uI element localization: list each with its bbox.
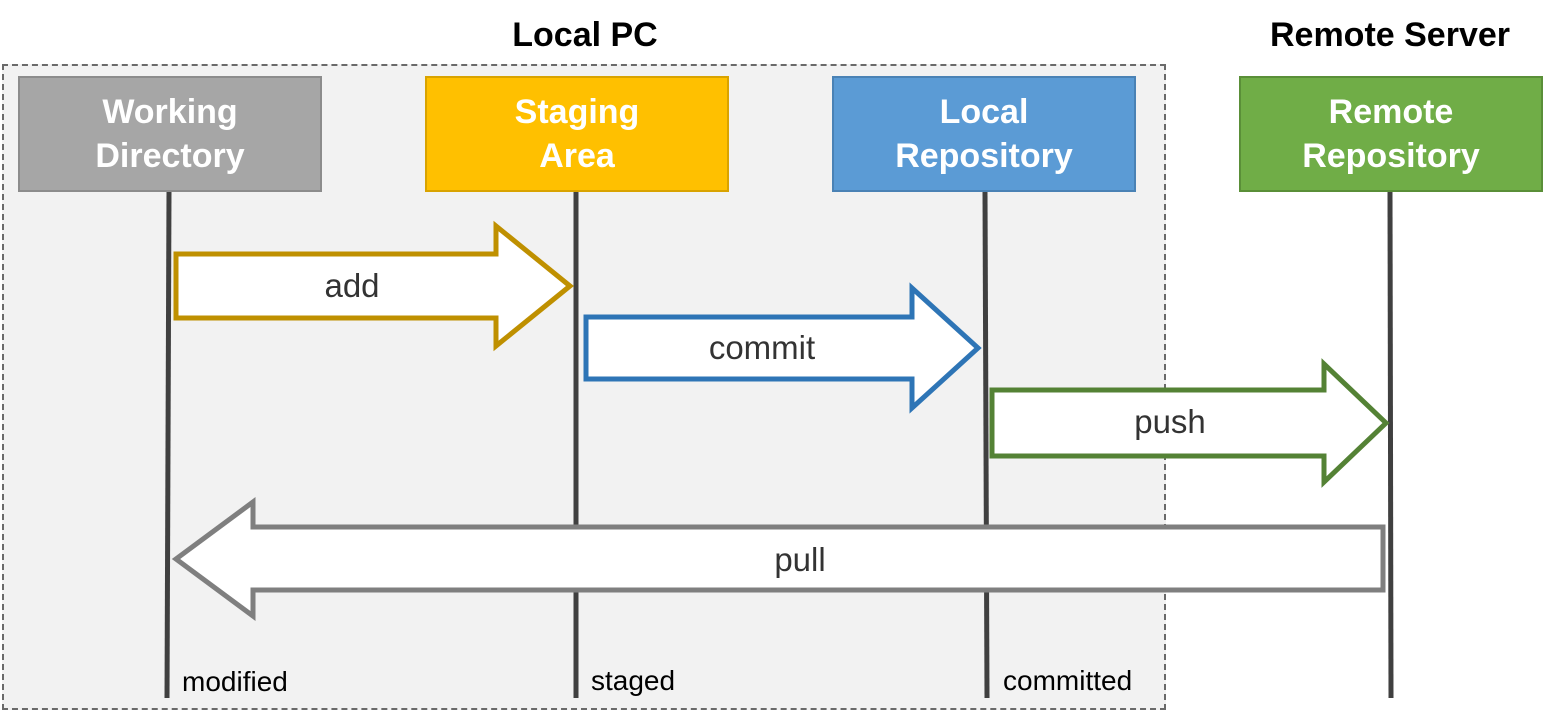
add-arrow-label: add [324,267,380,304]
remote-server-title: Remote Server [1269,16,1511,54]
staging-area-box: Staging Area [425,76,729,192]
committed-state-label: committed [1003,665,1133,696]
staged-state-label: staged [591,665,676,696]
staging-area-label: Staging Area [514,93,640,175]
remote-repository-box: Remote Repository [1239,76,1543,192]
working-directory-lifeline [164,191,172,699]
local-repository-lifeline [982,191,990,699]
add-arrow [173,220,574,352]
push-arrow-label: push [1134,403,1206,440]
remote-repository-lifeline [1387,191,1394,699]
working-directory-label: Working Directory [95,93,245,175]
commit-arrow-label: commit [708,329,816,366]
remote-repository-label: Remote Repository [1302,93,1480,175]
push-arrow [989,358,1390,488]
local-repository-box: Local Repository [832,76,1136,192]
commit-arrow [583,282,982,414]
local-pc-title: Local PC [512,16,658,54]
pull-arrow [171,497,1386,621]
local-repository-label: Local Repository [895,93,1073,175]
pull-arrow-label: pull [774,541,826,578]
working-directory-box: Working Directory [18,76,322,192]
modified-state-label: modified [182,666,288,697]
